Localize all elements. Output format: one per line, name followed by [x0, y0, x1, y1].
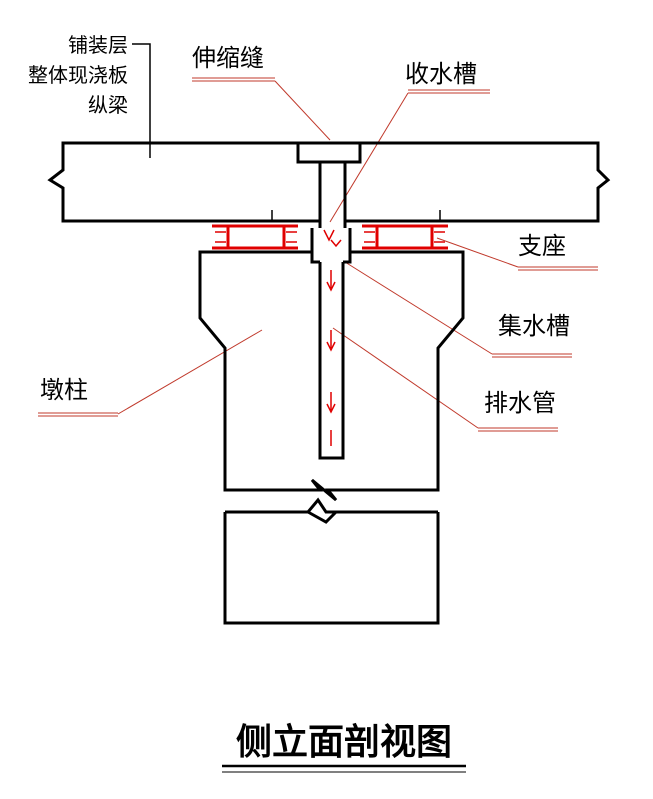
lower-pier-segment	[223, 512, 440, 625]
label-underlines	[38, 77, 598, 432]
label-longitudinal-beam: 纵梁	[88, 93, 128, 117]
label-paving-layer: 铺装层	[68, 33, 128, 57]
label-pier-column: 墩柱	[40, 376, 88, 404]
collecting-trough-walls	[318, 162, 347, 228]
expansion-joint-cap	[296, 141, 362, 164]
diagram-title: 侧立面剖视图	[236, 721, 452, 763]
label-cast-slab: 整体现浇板	[28, 63, 128, 87]
label-expansion-joint: 伸缩缝	[192, 44, 264, 72]
drain-pipe	[318, 262, 345, 460]
leader-lines	[117, 43, 519, 429]
break-line	[225, 478, 438, 524]
right-deck-span	[345, 141, 611, 223]
label-water-collecting-trough: 集水槽	[498, 312, 570, 340]
left-deck-span	[47, 141, 320, 223]
paving-leader-line	[132, 43, 151, 158]
left-bearing	[212, 224, 298, 250]
pier-right-outline	[345, 250, 465, 492]
pier-column	[198, 228, 465, 492]
soffit-ticks	[271, 210, 441, 221]
label-collecting-trough: 收水槽	[405, 60, 477, 88]
bridge-deck	[47, 141, 611, 228]
label-drain-pipe: 排水管	[484, 389, 556, 417]
flow-arrows	[323, 229, 342, 446]
label-bearing: 支座	[518, 232, 566, 260]
water-collecting-trough	[310, 228, 352, 264]
pier-left-outline	[198, 250, 312, 492]
right-bearing	[362, 224, 448, 250]
